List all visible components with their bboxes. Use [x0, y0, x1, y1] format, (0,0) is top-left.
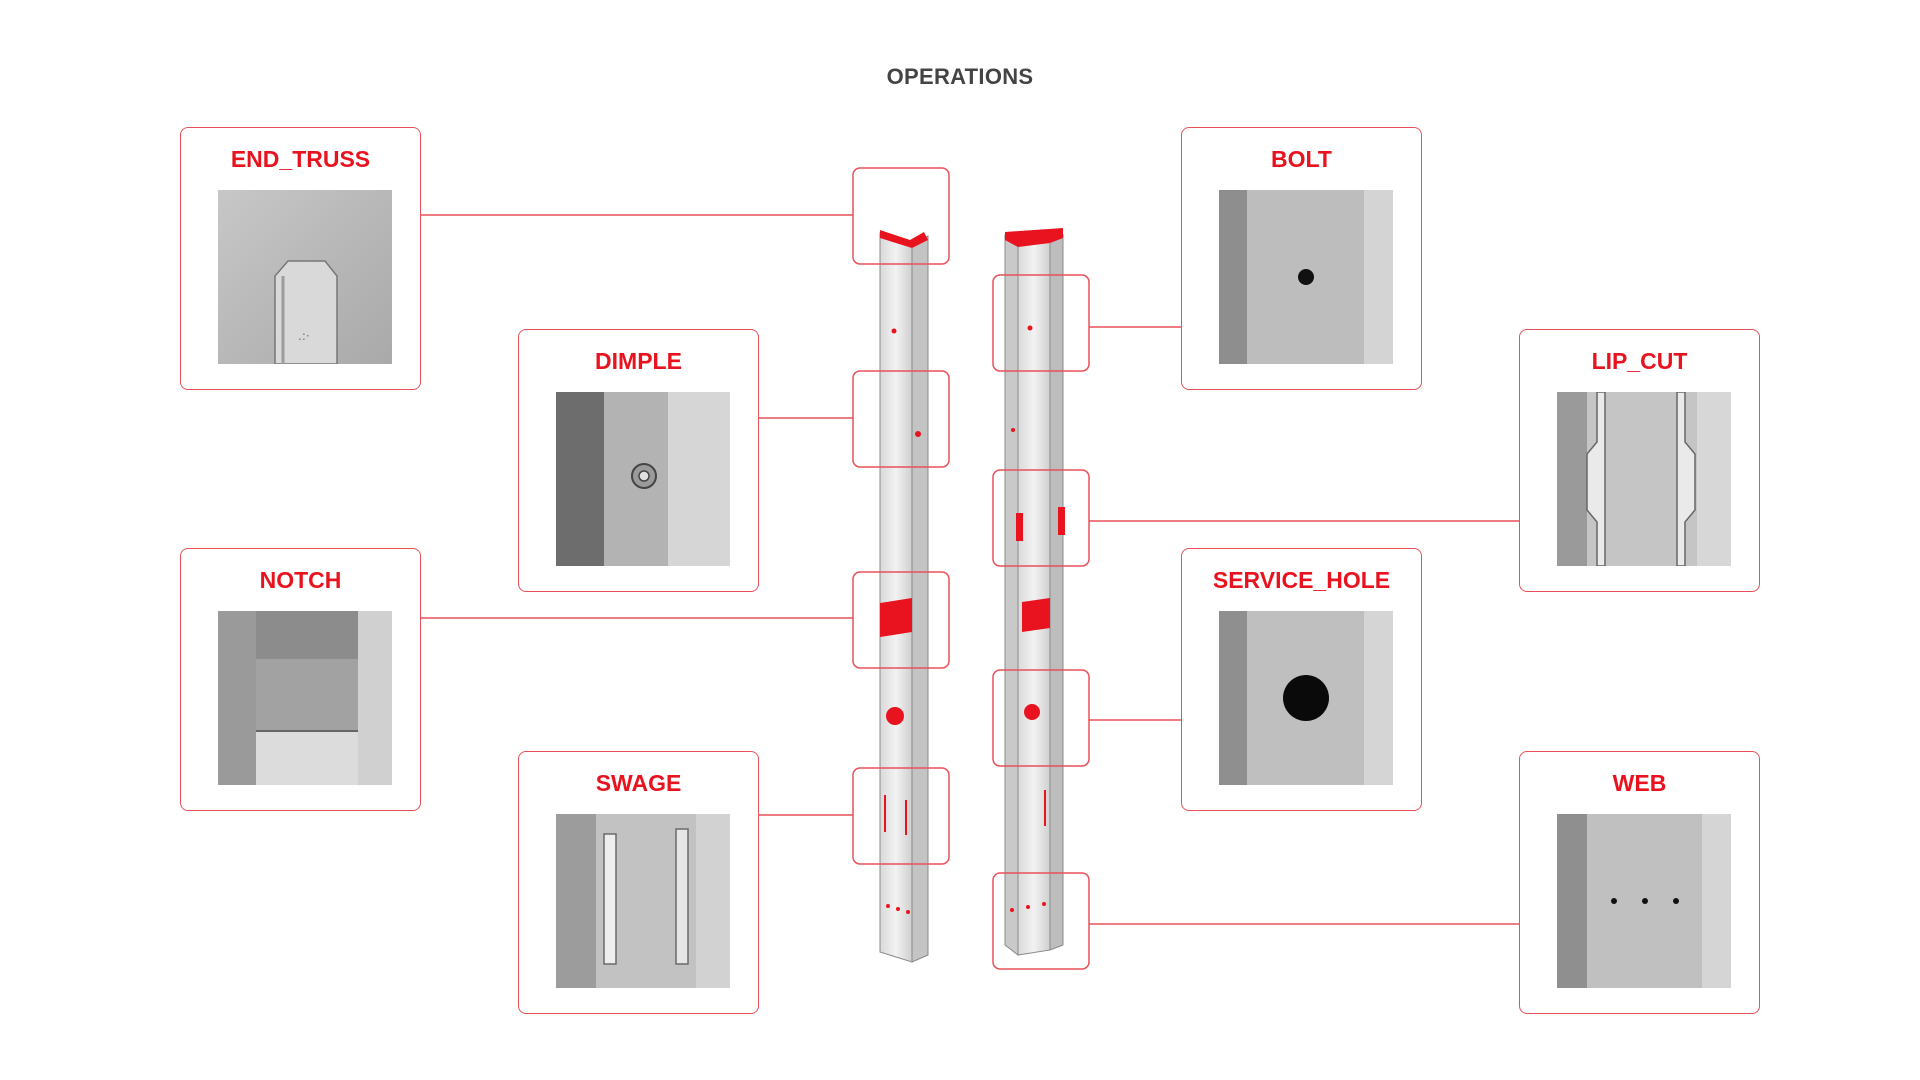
- right-stud-lip-cut-mark-b: [1058, 507, 1065, 535]
- right-stud-notch-mark: [1022, 598, 1050, 632]
- left-stud-dimple-mark: [915, 431, 921, 437]
- callout-box-end-truss: [852, 167, 950, 265]
- callout-boxes: [852, 167, 1090, 970]
- right-stud-end-truss-mark: [1005, 228, 1063, 247]
- card-title-swage: SWAGE: [595, 770, 682, 796]
- left-stud-end-truss-mark: [880, 230, 928, 248]
- right-stud-service-hole-mark: [1024, 704, 1040, 720]
- left-stud-bolt-mark: [891, 328, 897, 334]
- connector-lines: [421, 214, 1519, 925]
- bolt-photo: [1219, 190, 1393, 364]
- callout-box-dimple: [852, 370, 950, 468]
- card-title-web: WEB: [1612, 770, 1667, 796]
- page-title: OPERATIONS: [886, 64, 1034, 89]
- card-swage: SWAGE: [518, 751, 759, 1014]
- card-title-service-hole: SERVICE_HOLE: [1212, 567, 1391, 593]
- card-title-lip-cut: LIP_CUT: [1591, 348, 1688, 374]
- left-stud: [879, 230, 929, 963]
- card-bolt: BOLT: [1181, 127, 1422, 390]
- callout-box-service-hole: [992, 669, 1090, 767]
- card-lip-cut: LIP_CUT: [1519, 329, 1760, 592]
- web-photo: [1557, 814, 1731, 988]
- card-title-bolt: BOLT: [1271, 146, 1332, 172]
- callout-box-web: [992, 872, 1090, 970]
- card-dimple: DIMPLE: [518, 329, 759, 592]
- card-service-hole: SERVICE_HOLE: [1181, 548, 1422, 811]
- card-title-dimple: DIMPLE: [595, 348, 682, 374]
- right-stud-lip-cut-mark-a: [1016, 513, 1023, 541]
- card-title-notch: NOTCH: [259, 567, 342, 593]
- lip-cut-photo: [1557, 392, 1731, 566]
- callout-box-bolt: [992, 274, 1090, 372]
- right-stud-bolt-mark: [1027, 325, 1033, 331]
- end-truss-photo: .:·: [218, 190, 392, 364]
- card-web: WEB: [1519, 751, 1760, 1014]
- swage-photo: [556, 814, 730, 988]
- callout-box-notch: [852, 571, 950, 669]
- dimple-photo: [556, 392, 730, 566]
- notch-photo: [218, 611, 392, 785]
- callout-box-lip-cut: [992, 469, 1090, 567]
- left-stud-notch-mark: [880, 598, 912, 637]
- card-title-end-truss: END_TRUSS: [230, 146, 371, 172]
- callout-box-swage: [852, 767, 950, 865]
- left-stud-service-hole-mark: [886, 707, 904, 725]
- right-stud: [1004, 228, 1065, 957]
- card-end-truss: END_TRUSS .:·: [180, 127, 421, 390]
- svg-text:.:·: .:·: [298, 329, 310, 343]
- service-hole-photo: [1219, 611, 1393, 785]
- card-notch: NOTCH: [180, 548, 421, 811]
